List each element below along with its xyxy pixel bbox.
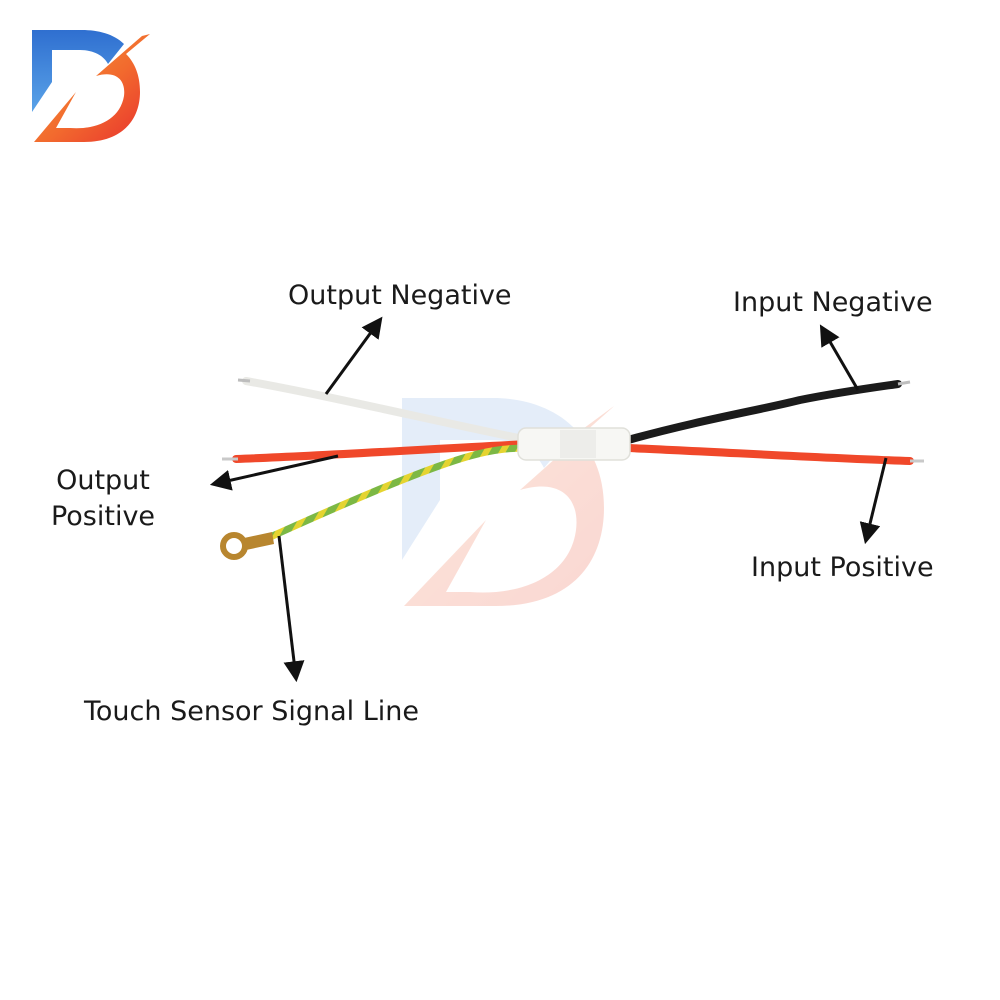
arrow-input-positive bbox=[859, 457, 888, 545]
arrow-touch-sensor bbox=[277, 535, 305, 683]
brand-logo-icon bbox=[32, 30, 150, 142]
touch-sensor-wire bbox=[264, 444, 532, 542]
arrow-output-positive bbox=[209, 454, 339, 491]
input-negative-wire bbox=[624, 380, 902, 444]
arrow-output-negative bbox=[324, 316, 383, 395]
arrow-input-negative bbox=[819, 324, 860, 391]
input-positive-wire bbox=[624, 444, 914, 465]
label-output-negative: Output Negative bbox=[288, 280, 512, 311]
label-input-negative: Input Negative bbox=[733, 287, 933, 318]
output-positive-wire bbox=[232, 440, 532, 463]
label-touch-sensor-signal-line: Touch Sensor Signal Line bbox=[84, 696, 419, 727]
output-negative-wire bbox=[242, 377, 532, 444]
splice-sleeve bbox=[517, 427, 631, 461]
ring-terminal-icon bbox=[220, 532, 274, 560]
label-input-positive: Input Positive bbox=[751, 552, 934, 583]
label-output-positive: Output Positive bbox=[48, 463, 158, 535]
label-output-positive-line1: Output bbox=[56, 465, 150, 496]
label-output-positive-line2: Positive bbox=[50, 501, 156, 532]
